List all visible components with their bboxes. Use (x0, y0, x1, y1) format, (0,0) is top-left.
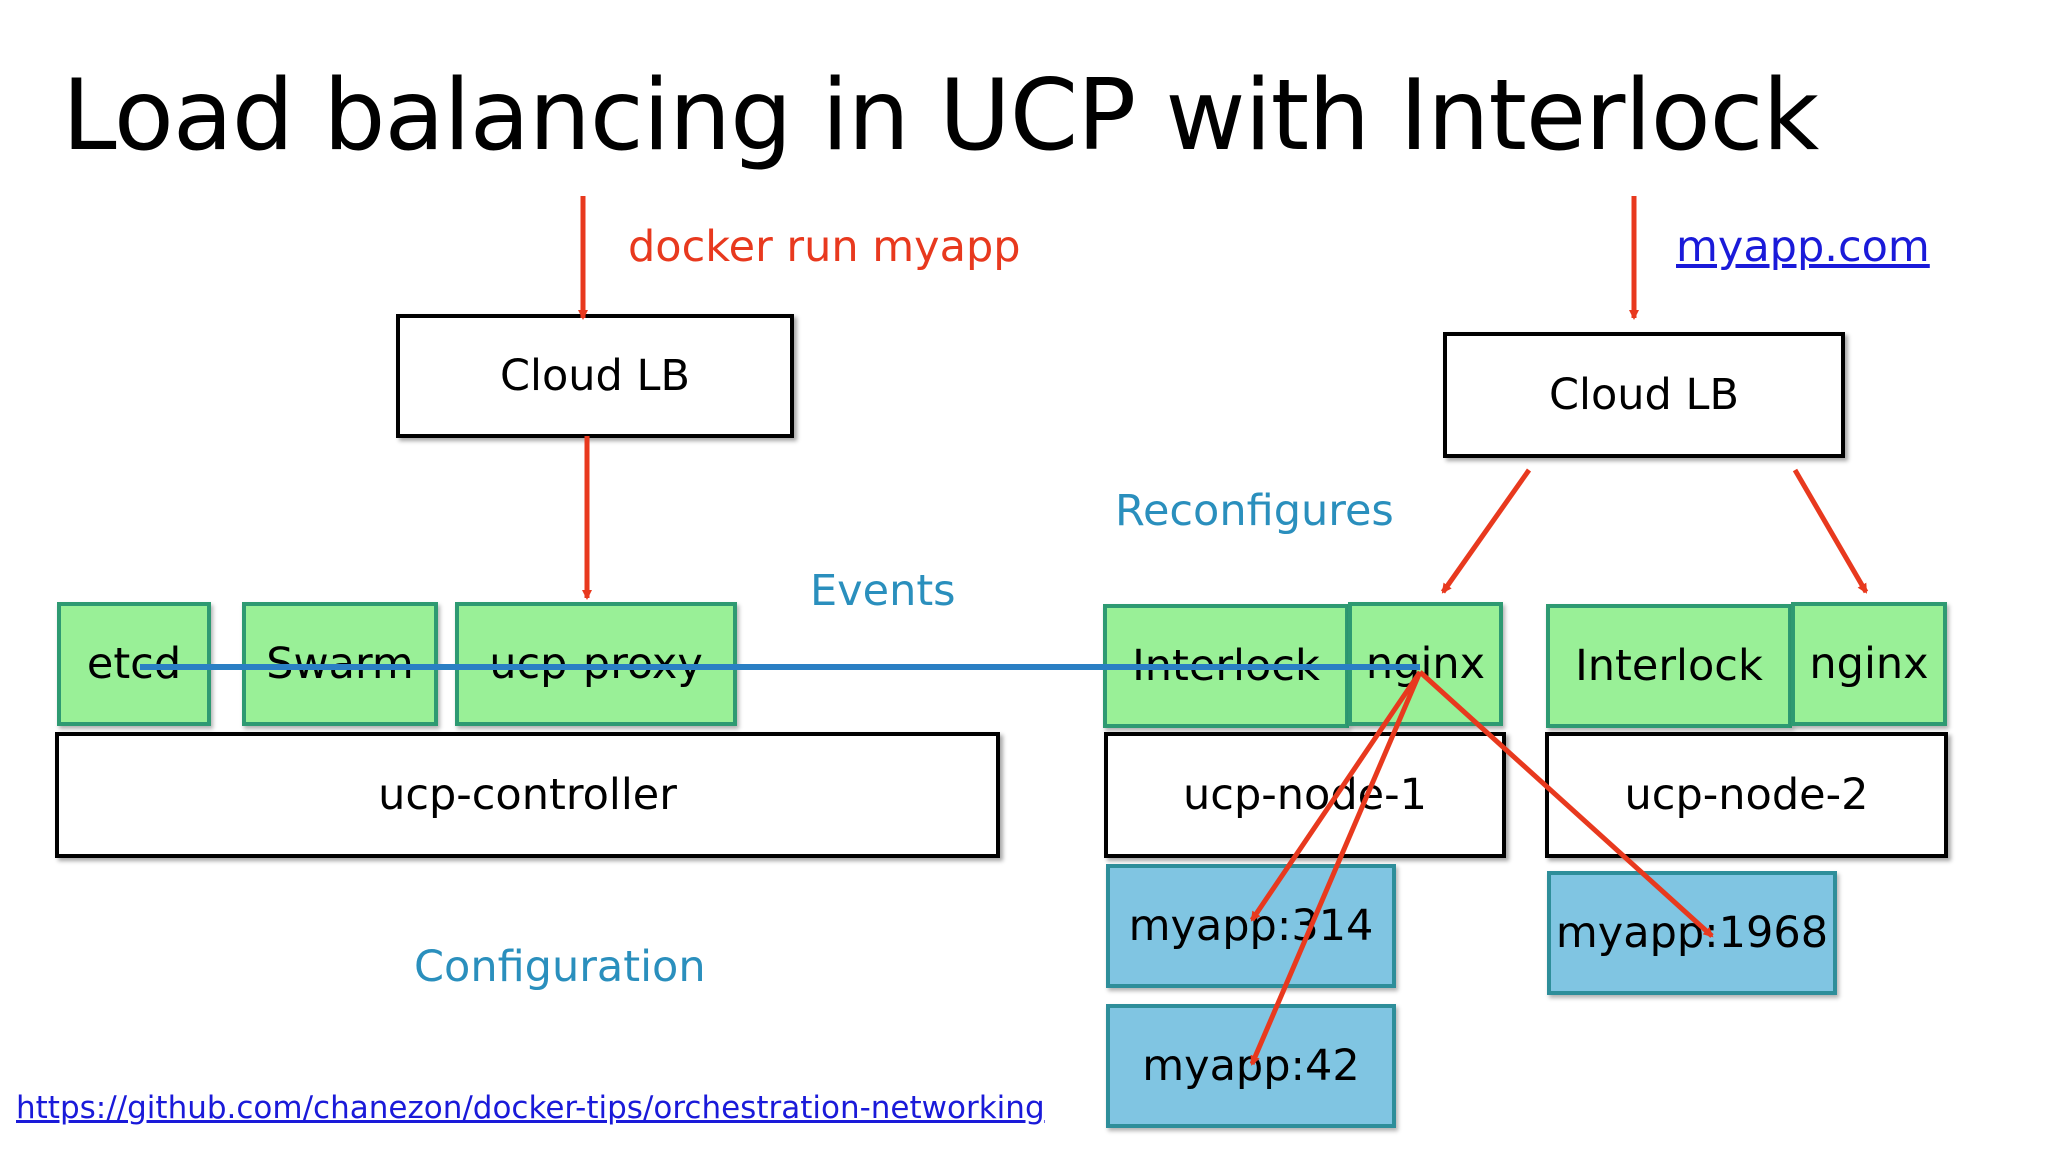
myapp-domain-link[interactable]: myapp.com (1676, 222, 1930, 272)
nginx-to-42-arrow (1249, 671, 1423, 1066)
docker-run-label: docker run myapp (628, 222, 1021, 272)
slide-title: Load balancing in UCP with Interlock (62, 59, 1819, 173)
nginx-to-1968-arrow (1418, 670, 1714, 938)
left-cloud-lb: Cloud LB (396, 314, 794, 438)
lb-to-node2-nginx-arrow (1792, 468, 1869, 594)
ucp-node-2-box: ucp-node-2 (1545, 732, 1948, 858)
lb-to-node1-nginx-arrow (1440, 468, 1532, 594)
node2-nginx-box: nginx (1791, 602, 1947, 726)
reference-url-text[interactable]: https://github.com/chanezon/docker-tips/… (16, 1090, 1045, 1126)
node1-container-42: myapp:42 (1106, 1004, 1396, 1128)
ucp-controller-box: ucp-controller (55, 732, 1000, 858)
nginx-to-314-arrow (1249, 670, 1423, 922)
right-cloud-lb: Cloud LB (1443, 332, 1845, 458)
configuration-label: Configuration (414, 942, 706, 992)
myapp-domain-link-text[interactable]: myapp.com (1676, 222, 1930, 272)
node2-container-1968: myapp:1968 (1547, 871, 1837, 995)
node1-container-314: myapp:314 (1106, 864, 1396, 988)
reconfigures-label: Reconfigures (1115, 486, 1394, 536)
node2-interlock-box: Interlock (1546, 604, 1792, 728)
events-label: Events (810, 566, 956, 616)
ucp-node-1-box: ucp-node-1 (1104, 732, 1506, 858)
reference-url-link[interactable]: https://github.com/chanezon/docker-tips/… (16, 1090, 1045, 1126)
